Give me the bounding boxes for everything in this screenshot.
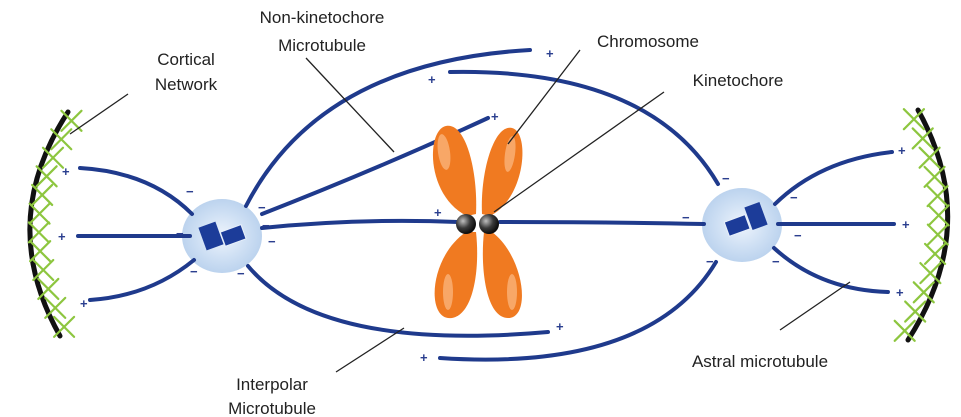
plus-end-marker: + xyxy=(62,164,70,179)
minus-end-marker: − xyxy=(237,266,245,281)
minus-end-marker: − xyxy=(268,234,276,249)
chromosome-chromatid-lower-right xyxy=(483,232,522,318)
plus-end-marker: + xyxy=(80,296,88,311)
chromosome-chromatid-lower-left xyxy=(435,232,478,318)
plus-end-marker: + xyxy=(428,72,436,87)
minus-end-marker: − xyxy=(190,264,198,279)
non-kinetochore-leader xyxy=(306,58,394,152)
left-kinetochore-microtubule xyxy=(262,221,458,228)
kinetochore-label: Kinetochore xyxy=(693,71,784,90)
left-astral-microtubule-upper xyxy=(80,168,192,214)
cortical-label-line1: Cortical xyxy=(157,50,215,69)
interpolar-label-line2: Microtubule xyxy=(228,399,316,417)
chromosome-chromatid-upper-right xyxy=(482,128,523,216)
plus-end-marker: + xyxy=(491,109,499,124)
chromosome-label: Chromosome xyxy=(597,32,699,51)
cortical-label-line2: Network xyxy=(155,75,218,94)
minus-end-marker: − xyxy=(722,171,730,186)
non-kinetochore-label-line2: Microtubule xyxy=(278,36,366,55)
non-kinetochore-label-line1: Non-kinetochore xyxy=(260,8,385,27)
kinetochore-bead-left xyxy=(456,214,476,234)
right-kinetochore-microtubule xyxy=(500,222,704,224)
plus-end-marker: + xyxy=(434,205,442,220)
minus-end-marker: − xyxy=(176,226,184,241)
chromosome-leader xyxy=(508,50,580,144)
plus-end-marker: + xyxy=(546,46,554,61)
astral-leader xyxy=(780,282,850,330)
right-astral-microtubule-lower xyxy=(774,248,888,292)
minus-end-marker: − xyxy=(258,200,266,215)
minus-end-marker: − xyxy=(682,210,690,225)
plus-end-marker: + xyxy=(58,229,66,244)
interpolar-label-line1: Interpolar xyxy=(236,375,308,394)
plus-end-marker: + xyxy=(896,285,904,300)
minus-end-marker: − xyxy=(706,254,714,269)
plus-end-marker: + xyxy=(898,143,906,158)
astral-microtubule-label: Astral microtubule xyxy=(692,352,828,371)
interpolar-leader xyxy=(336,328,404,372)
interpolar-microtubule-from-right xyxy=(440,262,716,360)
plus-end-marker: + xyxy=(902,217,910,232)
minus-end-marker: − xyxy=(772,254,780,269)
minus-end-marker: − xyxy=(186,184,194,199)
left-astral-microtubule-lower xyxy=(90,260,194,300)
left-cortical-network xyxy=(29,111,82,337)
minus-end-marker: − xyxy=(790,190,798,205)
minus-end-marker: − xyxy=(262,218,270,233)
plus-end-marker: + xyxy=(556,319,564,334)
left-cortical-mesh xyxy=(29,111,82,337)
plus-end-marker: + xyxy=(420,350,428,365)
kinetochore-bead-right xyxy=(479,214,499,234)
minus-end-marker: − xyxy=(794,228,802,243)
